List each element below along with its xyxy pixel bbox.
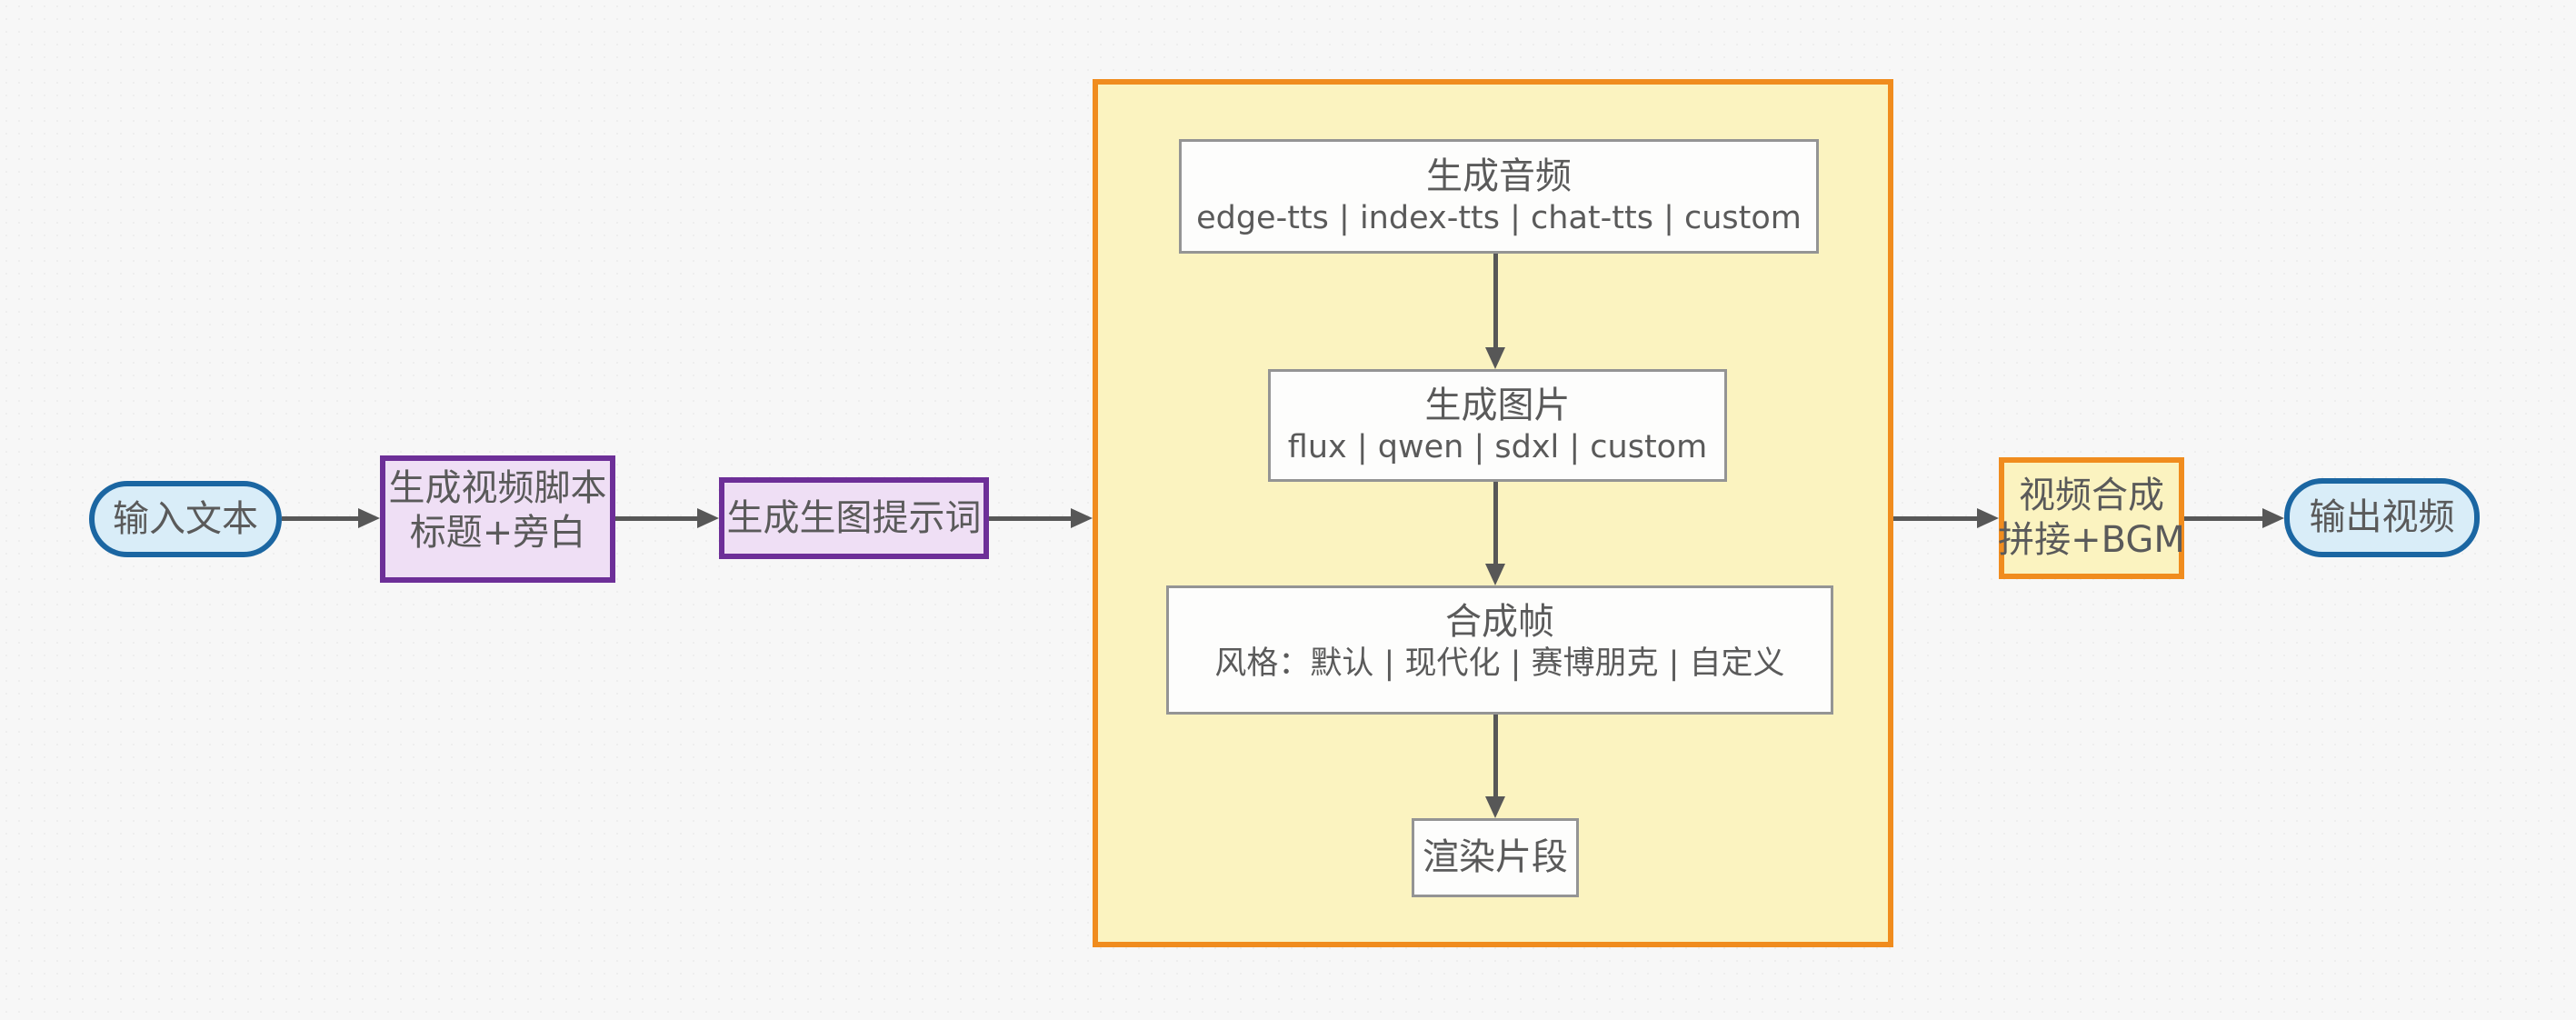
arrowhead-right-icon — [2262, 508, 2284, 528]
node-generate-script: 生成视频脚本 标题+旁白 — [380, 455, 615, 583]
node-generate-image-prompt: 生成生图提示词 — [719, 477, 989, 559]
node-video-compose-line1: 视频合成 — [2019, 475, 2164, 517]
node-generate-script-line2: 标题+旁白 — [409, 512, 586, 554]
arrowhead-right-icon — [358, 508, 380, 528]
arrow-input-to-script — [282, 508, 380, 528]
arrow-shaft — [282, 515, 358, 521]
arrow-shaft — [989, 515, 1071, 521]
node-generate-image-title: 生成图片 — [1424, 385, 1571, 427]
arrow-image-to-frames — [1485, 482, 1505, 585]
node-compose-frames-styles: 风格：默认 | 现代化 | 赛博朋克 | 自定义 — [1214, 645, 1785, 683]
arrow-shaft — [2184, 515, 2262, 521]
node-generate-audio-title: 生成音频 — [1426, 155, 1572, 198]
arrow-audio-to-image — [1485, 254, 1505, 369]
arrow-shaft — [1493, 715, 1498, 796]
node-generate-audio-engines: edge-tts | index-tts | chat-tts | custom — [1196, 200, 1802, 237]
node-video-compose: 视频合成 拼接+BGM — [1998, 457, 2185, 579]
node-input-text: 输入文本 — [89, 481, 282, 557]
arrowhead-right-icon — [1977, 508, 1999, 528]
node-compose-frames: 合成帧 风格：默认 | 现代化 | 赛博朋克 | 自定义 — [1166, 585, 1833, 715]
arrow-shaft — [1493, 254, 1498, 347]
arrow-shaft — [615, 515, 697, 521]
node-generate-image: 生成图片 flux | qwen | sdxl | custom — [1268, 369, 1727, 482]
arrow-script-to-prompt — [615, 508, 719, 528]
arrow-prompt-to-stage — [989, 508, 1093, 528]
node-output-video-label: 输出视频 — [2309, 496, 2455, 539]
node-generate-script-line1: 生成视频脚本 — [388, 467, 607, 510]
node-generate-image-prompt-label: 生成生图提示词 — [726, 496, 982, 539]
node-render-clips: 渲染片段 — [1412, 818, 1579, 897]
node-render-clips-label: 渲染片段 — [1423, 836, 1568, 879]
arrow-shaft — [1893, 515, 1977, 521]
arrowhead-right-icon — [697, 508, 719, 528]
arrow-shaft — [1493, 482, 1498, 564]
arrowhead-right-icon — [1071, 508, 1093, 528]
arrowhead-down-icon — [1485, 564, 1505, 585]
node-input-text-label: 输入文本 — [113, 497, 258, 540]
node-video-compose-line2: 拼接+BGM — [1998, 519, 2185, 561]
arrowhead-down-icon — [1485, 347, 1505, 369]
node-generate-image-models: flux | qwen | sdxl | custom — [1287, 429, 1708, 466]
node-generate-audio: 生成音频 edge-tts | index-tts | chat-tts | c… — [1179, 139, 1819, 254]
node-output-video: 输出视频 — [2284, 478, 2480, 557]
arrow-compose-to-output — [2184, 508, 2284, 528]
arrow-frames-to-render — [1485, 715, 1505, 818]
node-compose-frames-title: 合成帧 — [1445, 601, 1554, 644]
arrowhead-down-icon — [1485, 796, 1505, 818]
arrow-stage-to-compose — [1893, 508, 1999, 528]
